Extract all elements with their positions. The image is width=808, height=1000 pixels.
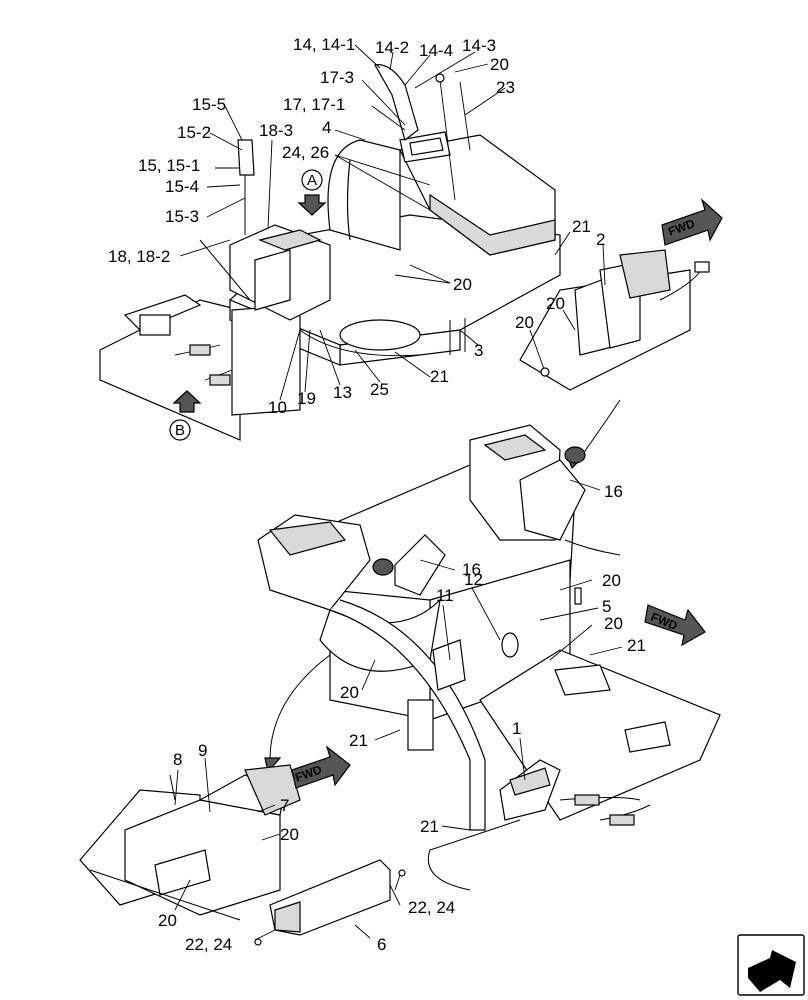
label-2: 2 xyxy=(596,230,605,249)
label-20-e: 20 xyxy=(602,571,621,590)
lower-detail xyxy=(79,757,406,946)
label-4: 4 xyxy=(322,118,331,137)
label-21-e: 21 xyxy=(420,817,439,836)
fwd-arrow-3: FWD xyxy=(291,745,351,789)
label-15-3: 15-3 xyxy=(165,207,199,226)
label-22-24-a: 22, 24 xyxy=(408,898,455,917)
detail-pointer-lower xyxy=(269,654,331,761)
label-15-4: 15-4 xyxy=(165,177,199,196)
label-11: 11 xyxy=(436,586,454,605)
label-8: 8 xyxy=(173,750,182,769)
label-20-i: 20 xyxy=(158,911,177,930)
label-18-3: 18-3 xyxy=(259,121,293,140)
label-14-14-1: 14, 14-1 xyxy=(293,35,355,54)
label-10: 10 xyxy=(268,398,287,417)
label-20-g: 20 xyxy=(340,683,359,702)
label-15-5: 15-5 xyxy=(192,95,226,114)
label-14-3: 14-3 xyxy=(462,36,496,55)
label-21-c: 21 xyxy=(627,636,646,655)
label-19: 19 xyxy=(297,389,316,408)
navigation-arrow-icon[interactable] xyxy=(737,934,805,996)
label-12: 12 xyxy=(464,570,483,589)
label-22-24-b: 22, 24 xyxy=(185,935,232,954)
label-21-a: 21 xyxy=(572,217,591,236)
label-5: 5 xyxy=(602,597,611,616)
label-20-f: 20 xyxy=(604,614,623,633)
label-20-h: 20 xyxy=(280,825,299,844)
view-a-letter: A xyxy=(307,172,317,189)
label-16-b: 16 xyxy=(462,560,481,579)
label-1: 1 xyxy=(512,719,521,738)
view-marker-a: A xyxy=(297,169,327,216)
label-3: 3 xyxy=(474,341,483,360)
fwd-label-2: FWD xyxy=(649,610,680,633)
label-15-2: 15-2 xyxy=(177,123,211,142)
upper-leaders xyxy=(179,44,571,401)
pedal-detail-upper xyxy=(519,244,710,391)
view-marker-b: B xyxy=(169,390,202,441)
label-18-18-2: 18, 18-2 xyxy=(108,247,170,266)
label-15-15-1: 15, 15-1 xyxy=(138,156,200,175)
label-21-b: 21 xyxy=(430,367,449,386)
label-24-26: 24, 26 xyxy=(282,143,329,162)
label-16-a: 16 xyxy=(604,482,623,501)
label-20-c: 20 xyxy=(546,294,565,313)
label-9: 9 xyxy=(198,741,207,760)
label-7: 7 xyxy=(280,796,289,815)
label-20-b: 20 xyxy=(453,275,472,294)
label-14-4: 14-4 xyxy=(419,41,453,60)
label-20-d: 20 xyxy=(515,313,534,332)
label-13: 13 xyxy=(333,383,352,402)
label-25: 25 xyxy=(370,380,389,399)
fwd-arrow-2: FWD xyxy=(644,604,706,647)
part-labels: 14, 14-1 14-2 14-4 14-3 20 23 17-3 17, 1… xyxy=(108,35,646,954)
label-17-3: 17-3 xyxy=(320,68,354,87)
label-21-d: 21 xyxy=(349,731,368,750)
label-20-top: 20 xyxy=(490,55,509,74)
upper-assembly xyxy=(99,64,561,441)
fwd-arrow-1: FWD xyxy=(661,198,723,246)
label-17-17-1: 17, 17-1 xyxy=(283,95,345,114)
label-14-2: 14-2 xyxy=(375,38,409,57)
label-23: 23 xyxy=(496,78,515,97)
label-6: 6 xyxy=(377,935,386,954)
middle-leaders xyxy=(361,479,623,831)
view-b-letter: B xyxy=(175,422,185,439)
